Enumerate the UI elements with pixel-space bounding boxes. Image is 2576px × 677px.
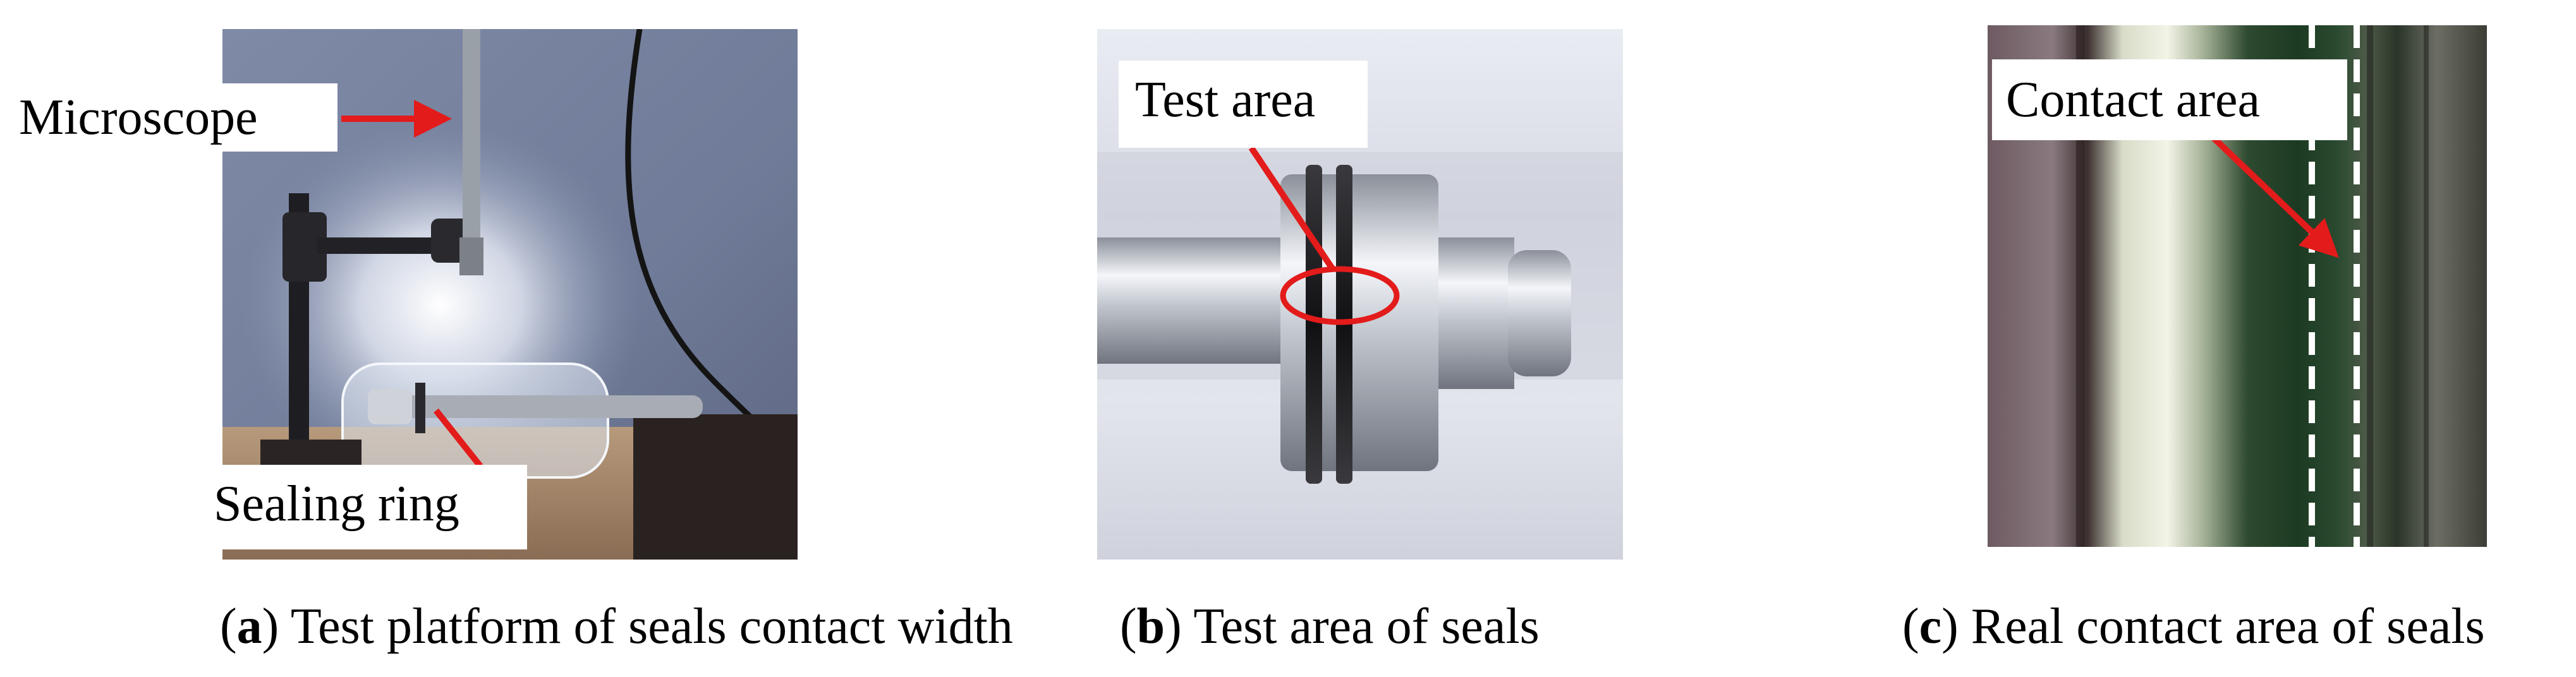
caption-b-open: ( xyxy=(1120,599,1137,654)
caption-c-close: ) xyxy=(1941,599,1959,654)
microscope-label: Microscope xyxy=(9,83,337,152)
caption-c-open: ( xyxy=(1902,599,1919,654)
caption-b: (b) Test area of seals xyxy=(1120,601,1540,652)
caption-c: (c) Real contact area of seals xyxy=(1902,601,2485,652)
test-area-label: Test area xyxy=(1119,61,1368,148)
caption-b-close: ) xyxy=(1165,599,1182,654)
caption-a-open: ( xyxy=(220,599,237,654)
caption-a-letter: a xyxy=(236,599,262,654)
caption-c-text: Real contact area of seals xyxy=(1958,599,2485,654)
caption-a-close: ) xyxy=(262,599,279,654)
contact-area-label: Contact area xyxy=(1992,59,2347,140)
caption-a-text: Test platform of seals contact width xyxy=(279,599,1013,654)
caption-b-letter: b xyxy=(1136,599,1165,654)
caption-a: (a) Test platform of seals contact width xyxy=(220,601,1013,652)
caption-b-text: Test area of seals xyxy=(1181,599,1540,654)
caption-c-letter: c xyxy=(1919,599,1942,654)
sealing-ring-label: Sealing ring xyxy=(202,465,527,549)
